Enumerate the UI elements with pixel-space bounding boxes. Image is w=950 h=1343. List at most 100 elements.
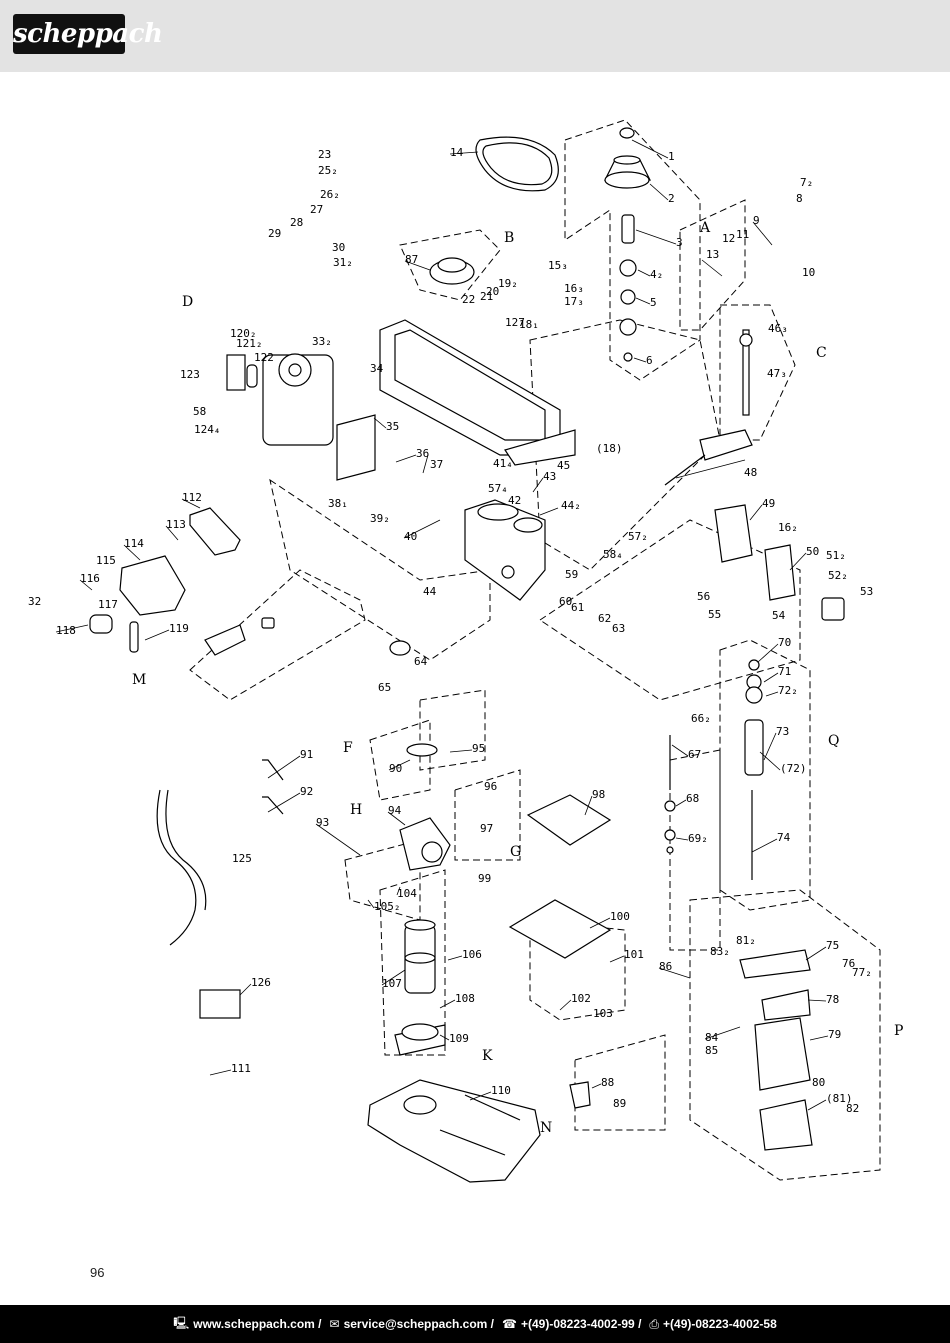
part-number-label: 108 [455, 992, 475, 1005]
computer-icon: 🖳 [173, 1315, 190, 1330]
footer-contact-bar: 🖳 www.scheppach.com / ✉ service@scheppac… [0, 1305, 950, 1343]
part-number-label: 37 [430, 458, 443, 471]
part-number-label: 48 [744, 466, 757, 479]
part-number-label: 10 [802, 266, 815, 279]
part-number-label: (81) [826, 1092, 853, 1105]
part-number-label: 62 [598, 612, 611, 625]
fax-item: ⎙ +(49)-08223-4002-58 [649, 1317, 776, 1332]
part-number-label: 34 [370, 362, 384, 375]
part-number-label: 75 [826, 939, 839, 952]
part-number-label: 115 [96, 554, 116, 567]
part-number-label: 16₃ [564, 282, 584, 295]
part-number-label: 103 [593, 1007, 613, 1020]
part-number-label: 102 [571, 992, 591, 1005]
part-number-label: 35 [386, 420, 399, 433]
part-number-label: 12 [722, 232, 735, 245]
part-number-label: 52₂ [828, 569, 848, 582]
part-number-label: 61 [571, 601, 584, 614]
website-link[interactable]: www.scheppach.com / [193, 1317, 322, 1331]
part-number-label: 86 [659, 960, 672, 973]
part-number-label: 26₂ [320, 188, 340, 201]
part-number-label: 57₂ [628, 530, 648, 543]
part-number-label: 1 [668, 150, 675, 163]
part-number-label: 47₃ [767, 367, 787, 380]
assembly-group-label: Q [828, 733, 839, 749]
part-number-label: 32 [28, 595, 41, 608]
assembly-group-label: D [182, 294, 193, 310]
part-number-label: 116 [80, 572, 100, 585]
part-number-label: 113 [166, 518, 186, 531]
part-number-label: 64 [414, 655, 428, 668]
part-number-label: 123 [180, 368, 200, 381]
part-number-label: 5 [650, 296, 657, 309]
part-number-label: 95 [472, 742, 485, 755]
part-number-label: 105₂ [374, 900, 401, 913]
part-number-label: 76 [842, 957, 855, 970]
part-number-label: 21 [480, 290, 493, 303]
part-number-label: 66₂ [691, 712, 711, 725]
part-number-label: 69₂ [688, 832, 708, 845]
part-number-label: 60 [559, 595, 572, 608]
website-item[interactable]: 🖳 www.scheppach.com / [173, 1314, 321, 1335]
part-number-label: 39₂ [370, 512, 390, 525]
phone-icon: ☎ [502, 1317, 517, 1331]
part-number-label: 54 [772, 609, 786, 622]
part-number-label: 94 [388, 804, 402, 817]
part-number-label: 81₂ [736, 934, 756, 947]
part-number-label: 43 [543, 470, 556, 483]
part-number-label: 20 [486, 285, 499, 298]
part-number-label: 13 [706, 248, 719, 261]
part-number-label: 56 [697, 590, 710, 603]
part-number-label: 109 [449, 1032, 469, 1045]
part-number-label: 126 [251, 976, 271, 989]
part-number-label: 23 [318, 148, 331, 161]
part-number-label: 110 [491, 1084, 511, 1097]
part-number-label: 8 [796, 192, 803, 205]
part-number-label: 53 [860, 585, 873, 598]
assembly-group-label: C [816, 345, 827, 361]
phone-number: +(49)-08223-4002-99 / [520, 1317, 642, 1331]
email-item[interactable]: ✉ service@scheppach.com / [330, 1317, 495, 1331]
part-number-label: 87 [405, 253, 418, 266]
part-number-label: 6 [646, 354, 653, 367]
part-number-label: 111 [231, 1062, 251, 1075]
part-number-label: 4₂ [650, 268, 663, 281]
assembly-group-label: P [894, 1023, 903, 1039]
part-number-label: 101 [624, 948, 644, 961]
assembly-group-label: F [343, 740, 353, 756]
part-number-label: 41₄ [493, 457, 513, 470]
part-number-label: 42 [508, 494, 521, 507]
part-number-label: 107 [382, 977, 402, 990]
part-number-label: 118 [56, 624, 76, 637]
part-number-label: 125 [232, 852, 252, 865]
part-number-label: 122 [254, 351, 274, 364]
part-number-label: 114 [124, 537, 144, 550]
part-number-label: 127 [505, 316, 525, 329]
part-number-label: 44₂ [561, 499, 581, 512]
part-number-label: 49 [762, 497, 775, 510]
part-number-label: 77₂ [852, 966, 872, 979]
part-number-label: 14 [450, 146, 464, 159]
part-number-label: 98 [592, 788, 605, 801]
page-number: 96 [90, 1265, 105, 1280]
mail-icon: ✉ [329, 1317, 340, 1331]
part-number-label: 50 [806, 545, 819, 558]
part-number-label: 104 [397, 887, 417, 900]
part-number-label: 84 [705, 1031, 719, 1044]
part-number-label: 120₂ [230, 327, 257, 340]
part-number-label: 80 [812, 1076, 825, 1089]
part-number-label: 67 [688, 748, 701, 761]
assembly-group-label: N [540, 1120, 552, 1136]
fax-icon: ⎙ [649, 1316, 660, 1331]
part-number-label: 38₁ [328, 497, 348, 510]
part-number-label: 22 [462, 293, 475, 306]
email-link[interactable]: service@scheppach.com / [343, 1317, 495, 1331]
part-number-label: 55 [708, 608, 721, 621]
part-number-label: 85 [705, 1044, 718, 1057]
part-number-label: 91 [300, 748, 313, 761]
part-number-label: (72) [780, 762, 807, 775]
part-number-label: 99 [478, 872, 491, 885]
part-number-label: 89 [613, 1097, 626, 1110]
part-number-label: 58₄ [603, 548, 623, 561]
